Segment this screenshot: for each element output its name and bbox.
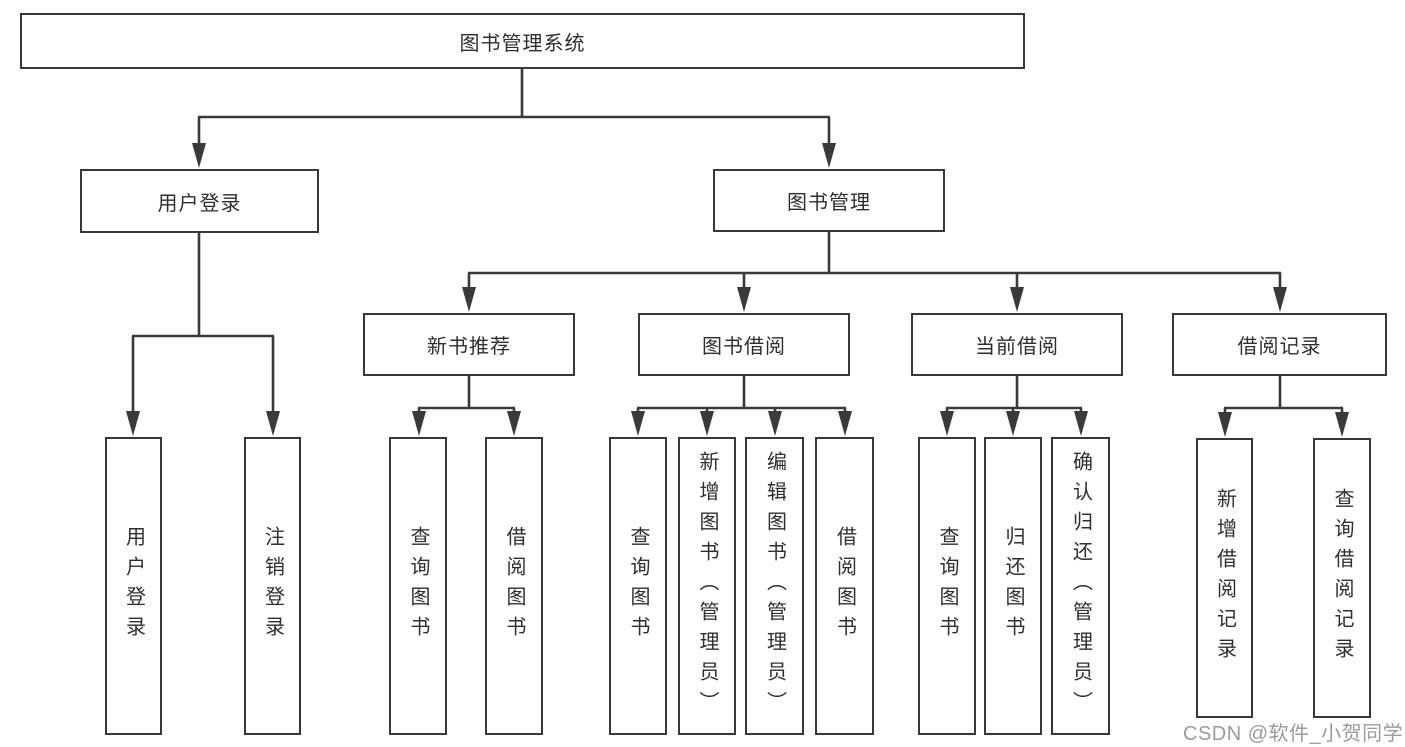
leaf-logout: 注销登录 — [244, 437, 301, 735]
leaf-logout-label: 注销登录 — [261, 526, 284, 646]
leaf-edit-books-admin: 编辑图书（管理员） — [745, 437, 804, 735]
leaf-user-login-label: 用户登录 — [122, 526, 145, 646]
node-library-management-system: 图书管理系统 — [20, 13, 1025, 69]
node-new-book-recommendation-label: 新书推荐 — [427, 336, 511, 358]
leaf-query-books-current: 查询图书 — [918, 437, 976, 735]
connector-book-borrowing-to-leaves — [631, 376, 852, 436]
leaf-borrow-books-borrowing: 借阅图书 — [815, 437, 874, 735]
node-new-book-recommendation: 新书推荐 — [363, 313, 575, 376]
connector-borrowing-records-to-leaves — [1218, 376, 1349, 437]
leaf-query-borrow-record: 查询借阅记录 — [1313, 438, 1371, 718]
leaf-add-books-admin: 新增图书（管理员） — [678, 437, 736, 735]
connector-book-management-to-level3 — [462, 232, 1287, 312]
node-book-borrowing: 图书借阅 — [638, 313, 850, 376]
leaf-borrow-books-borrowing-label: 借阅图书 — [833, 526, 856, 646]
connector-user-login-to-leaves — [126, 233, 280, 436]
leaf-return-books-label: 归还图书 — [1002, 526, 1024, 646]
leaf-add-books-admin-label: 新增图书（管理员） — [696, 451, 718, 721]
leaf-add-borrow-record: 新增借阅记录 — [1196, 438, 1253, 718]
leaf-confirm-return-admin: 确认归还（管理员） — [1051, 437, 1110, 735]
leaf-query-books-borrowing: 查询图书 — [609, 437, 667, 735]
node-book-borrowing-label: 图书借阅 — [702, 336, 786, 358]
leaf-query-borrow-record-label: 查询借阅记录 — [1331, 488, 1353, 668]
node-borrowing-records-label: 借阅记录 — [1237, 336, 1322, 358]
leaf-user-login: 用户登录 — [105, 437, 162, 735]
node-current-borrowing: 当前借阅 — [911, 313, 1123, 376]
leaf-query-books-recommend: 查询图书 — [389, 437, 447, 735]
leaf-query-books-recommend-label: 查询图书 — [407, 526, 429, 646]
connector-root-to-level2 — [192, 69, 836, 168]
leaf-edit-books-admin-label: 编辑图书（管理员） — [763, 451, 786, 721]
leaf-return-books: 归还图书 — [984, 437, 1042, 735]
leaf-query-books-borrowing-label: 查询图书 — [627, 526, 649, 646]
connector-current-borrowing-to-leaves — [940, 376, 1088, 436]
leaf-borrow-books-recommend: 借阅图书 — [485, 437, 543, 735]
node-library-management-system-label: 图书管理系统 — [459, 32, 586, 55]
node-book-management-label: 图书管理 — [787, 192, 871, 214]
node-user-login-label: 用户登录 — [157, 192, 242, 215]
leaf-borrow-books-recommend-label: 借阅图书 — [503, 526, 525, 646]
leaf-query-books-current-label: 查询图书 — [936, 526, 958, 646]
connector-new-book-recommendation-to-leaves — [412, 376, 521, 436]
watermark: CSDN @软件_小贺同学 — [1183, 723, 1404, 745]
node-book-management: 图书管理 — [713, 169, 945, 232]
node-user-login: 用户登录 — [80, 169, 319, 233]
leaf-add-borrow-record-label: 新增借阅记录 — [1213, 488, 1236, 668]
node-borrowing-records: 借阅记录 — [1172, 313, 1387, 376]
node-current-borrowing-label: 当前借阅 — [975, 336, 1059, 358]
leaf-confirm-return-admin-label: 确认归还（管理员） — [1069, 451, 1092, 721]
